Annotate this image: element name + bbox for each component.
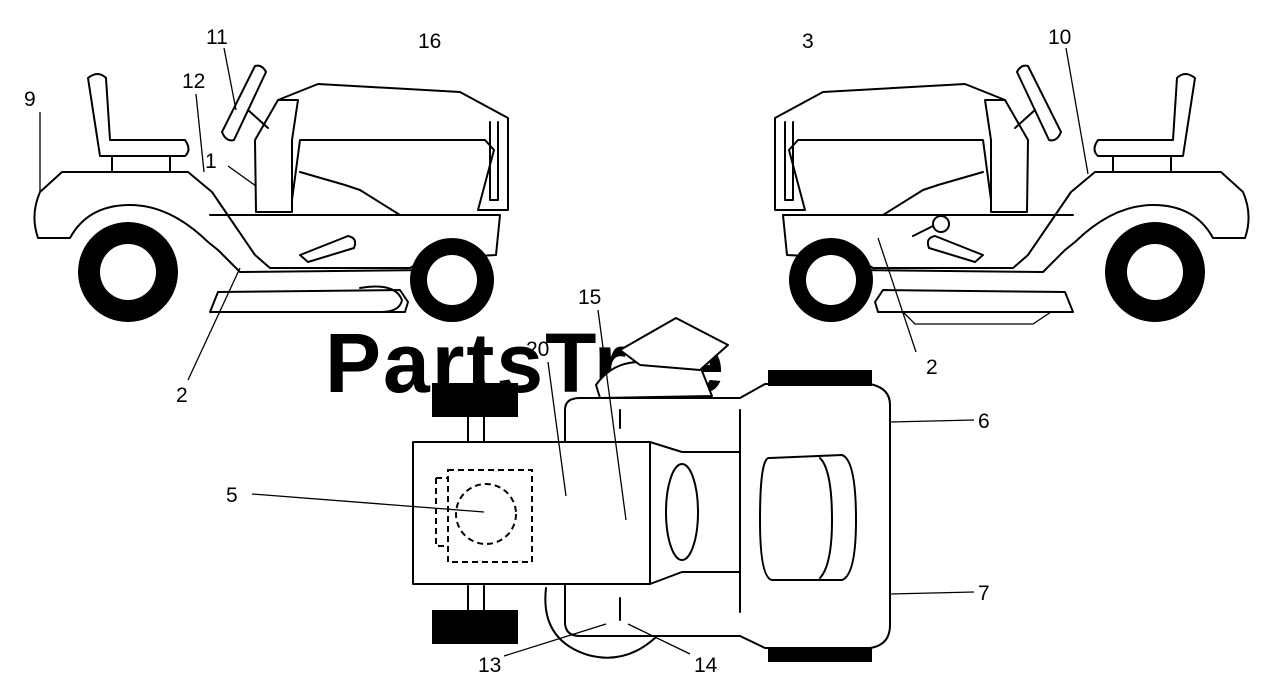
lift-lever: [299, 235, 357, 263]
top-axle: [467, 416, 485, 611]
leader-2-right: [877, 237, 917, 353]
grille: [489, 121, 499, 201]
top-front-tire-left: [768, 370, 872, 386]
callout-16: 16: [418, 30, 441, 53]
top-rear-tire-right: [432, 610, 518, 644]
leader-14: [627, 623, 691, 655]
front-wheel-hub: [427, 255, 477, 305]
leader-2-left: [187, 267, 241, 381]
leader-1: [227, 165, 257, 187]
leader-lines: [39, 47, 1089, 657]
leader-20: [547, 361, 567, 497]
steering-wheel: [221, 64, 267, 142]
callout-20: 20: [526, 338, 549, 361]
top-steering: [619, 317, 729, 371]
top-rear-plate: [412, 441, 651, 585]
callout-5: 5: [226, 484, 238, 507]
callout-9: 9: [24, 88, 36, 111]
leader-11: [223, 47, 237, 111]
callout-12: 12: [182, 70, 205, 93]
callout-2-right: 2: [926, 356, 938, 379]
seat-post: [111, 155, 171, 173]
callout-3: 3: [802, 30, 814, 53]
callout-labels: 9 12 11 1 16 2 3 10 2 15 20 5 6 7 13 14: [24, 26, 1071, 677]
callout-10: 10: [1048, 26, 1071, 49]
leader-6: [889, 419, 975, 423]
top-front-tire-right: [768, 648, 872, 662]
leader-12: [195, 93, 205, 173]
callout-15: 15: [578, 286, 601, 309]
callout-6: 6: [978, 410, 990, 433]
rear-wheel-hub: [100, 244, 156, 300]
leader-13: [503, 623, 607, 657]
dash-console: [254, 99, 299, 213]
callout-2-left: 2: [176, 384, 188, 407]
hood: [277, 83, 509, 211]
decal-area-circle: [455, 483, 517, 545]
left-side-view-mower: [33, 64, 509, 322]
steering-column: [247, 109, 269, 129]
callout-7: 7: [978, 582, 990, 605]
callout-11: 11: [206, 26, 228, 49]
top-fuel-cap-oval: [665, 463, 699, 561]
callout-1: 1: [205, 150, 217, 173]
leader-15: [597, 309, 627, 521]
callout-13: 13: [478, 654, 501, 677]
top-hood-curve: [819, 457, 833, 579]
top-hood-panel: [759, 454, 857, 581]
seat: [87, 73, 190, 157]
deck-chute: [359, 285, 403, 313]
top-seat: [595, 361, 713, 399]
top-deck-outline: [544, 587, 656, 659]
leader-10: [1065, 47, 1089, 175]
hood-side-line: [299, 171, 401, 216]
leader-5: [251, 493, 485, 513]
top-view-mower: [412, 317, 891, 662]
decal-area-tab: [435, 477, 448, 547]
top-rear-tire-left: [432, 383, 518, 417]
callout-14: 14: [694, 654, 718, 677]
leader-7: [889, 591, 975, 595]
right-side-view-mower: [774, 64, 1250, 325]
decal-area-square: [447, 469, 533, 563]
mower-deck: [209, 289, 409, 313]
